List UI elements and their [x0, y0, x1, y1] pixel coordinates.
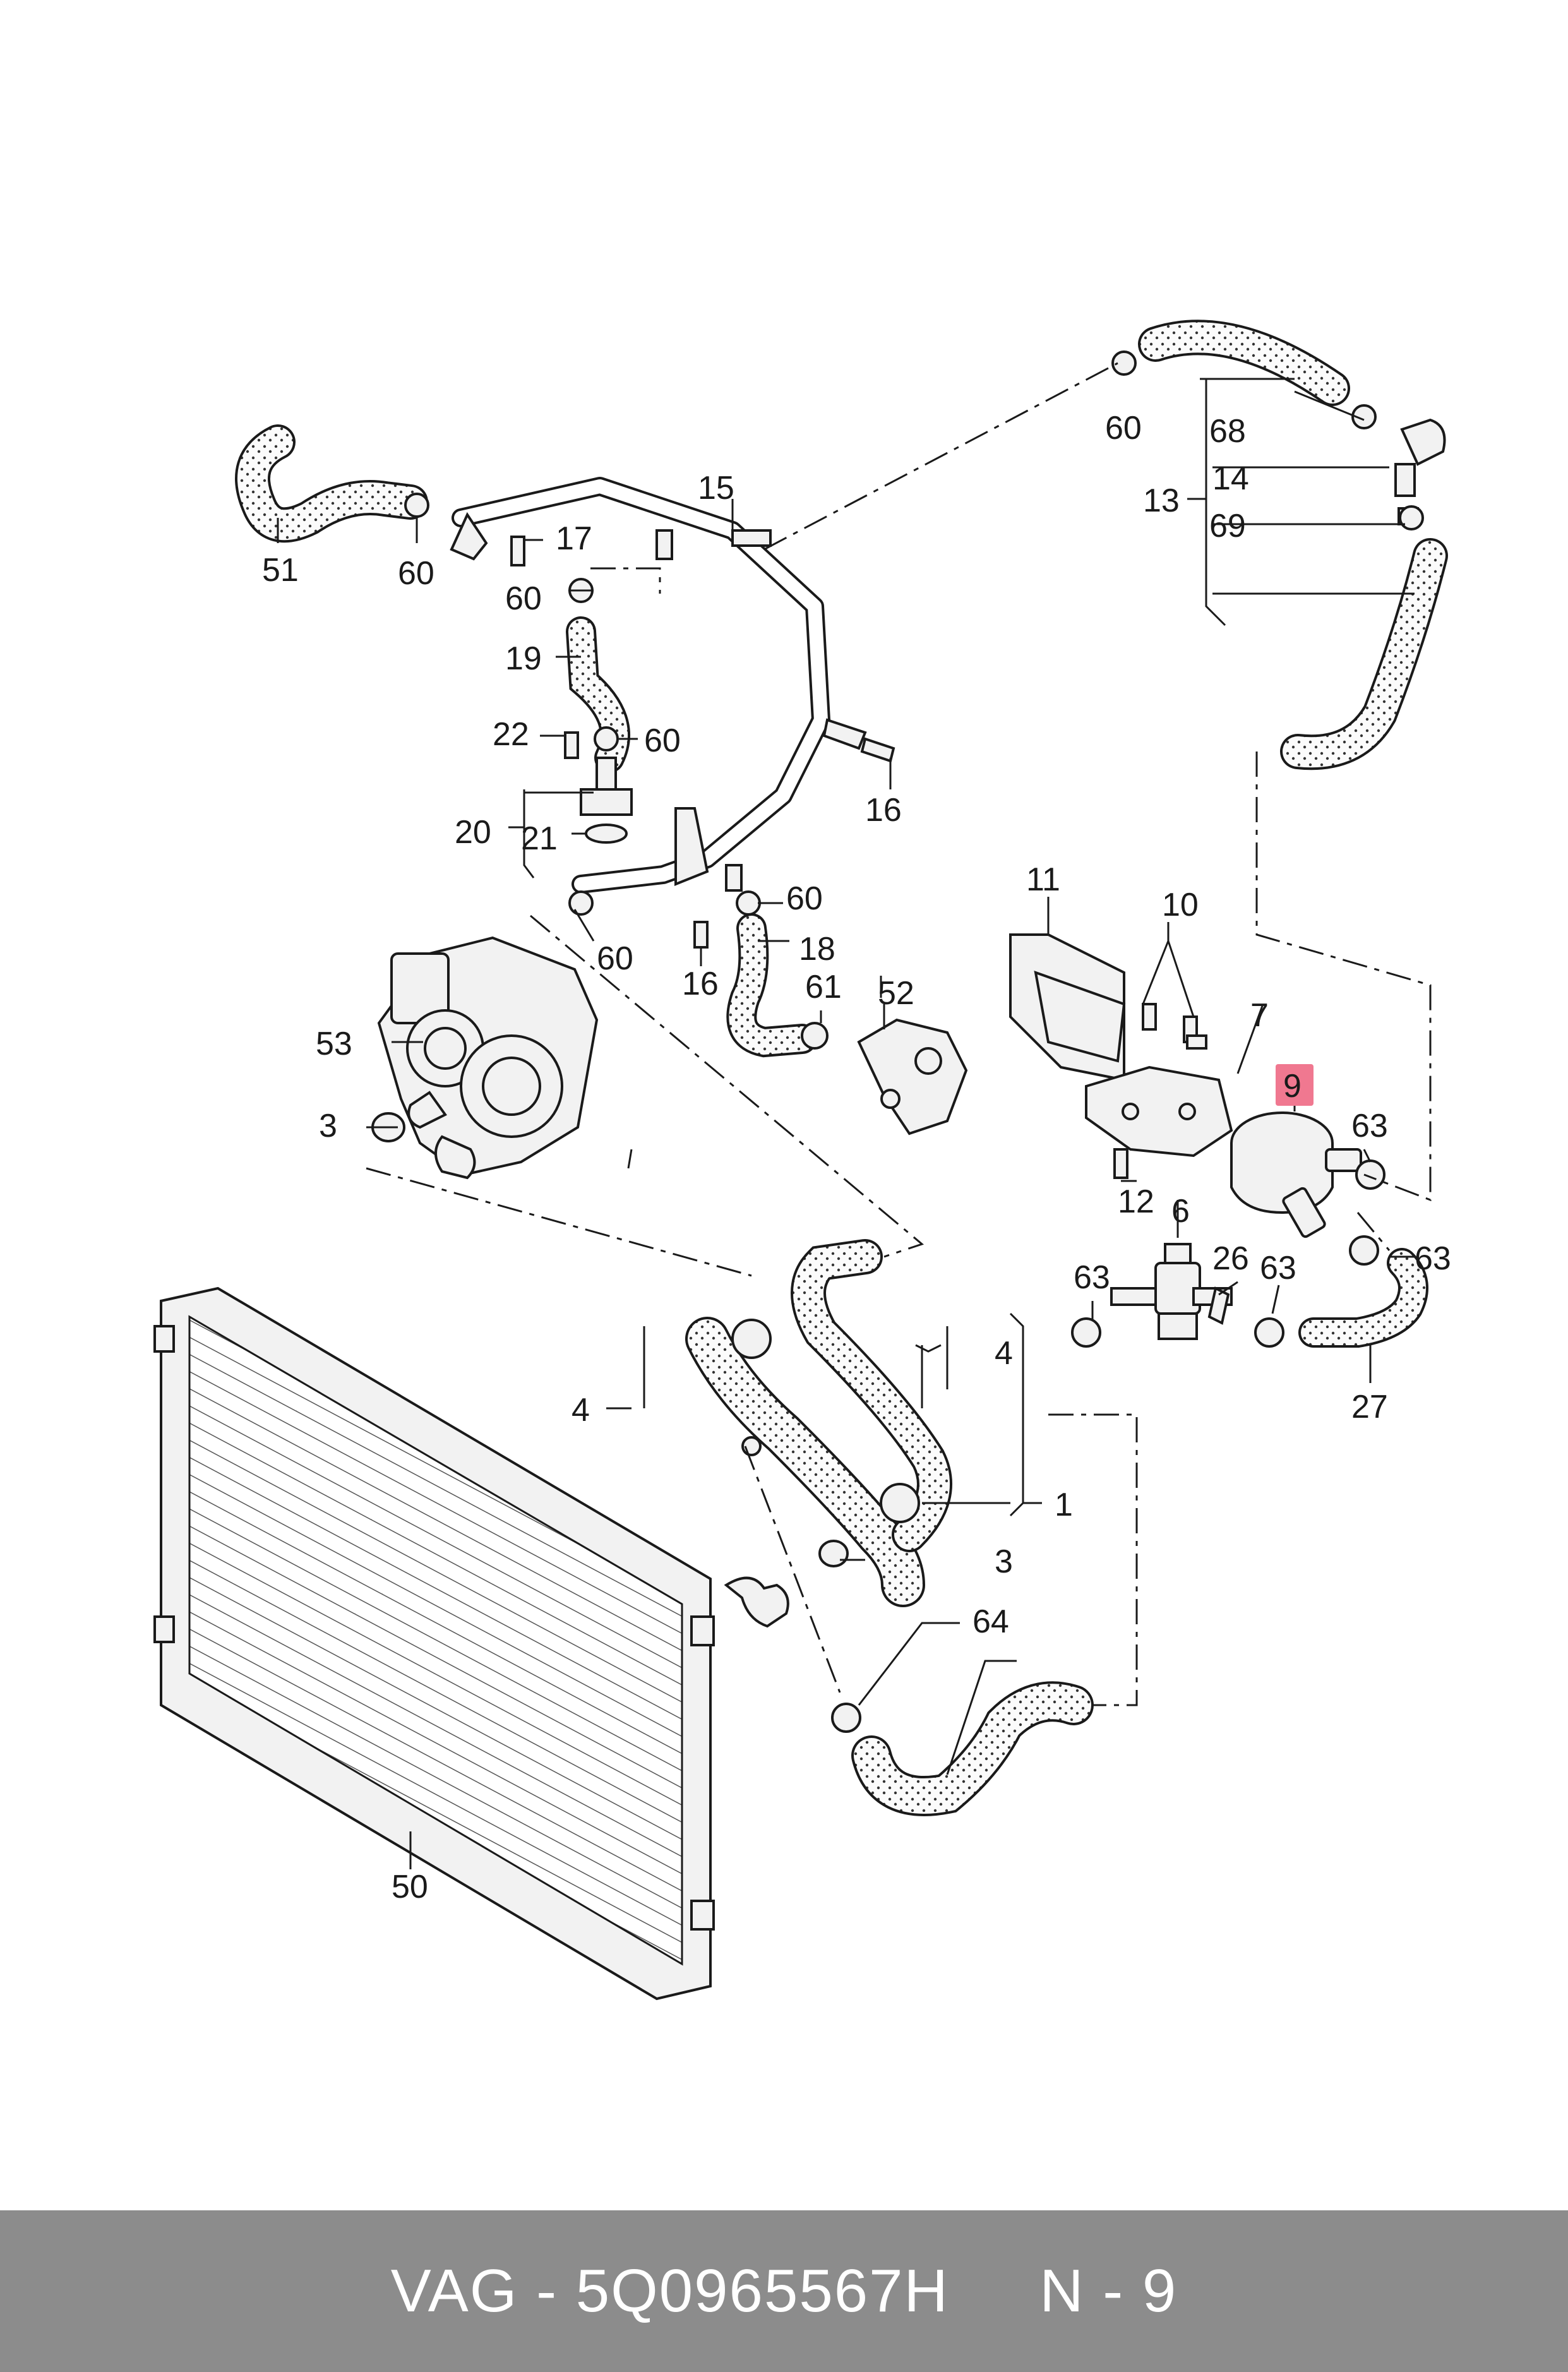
callout-19: 19 [505, 640, 542, 677]
callout-14: 14 [1212, 460, 1249, 497]
callout-16: 16 [865, 792, 902, 829]
callout-12: 12 [1118, 1183, 1154, 1220]
callout-63: 63 [1415, 1240, 1451, 1277]
callout-4: 4 [572, 1392, 590, 1429]
callout-51: 51 [262, 552, 299, 589]
callout-3: 3 [319, 1108, 337, 1144]
parts-diagram: 1 3 3 4 4 6 7 9 10 11 12 13 14 15 16 16 … [153, 320, 1451, 2001]
part-number-caption: VAG - 5Q0965567H N - 9 [390, 2257, 1178, 2325]
callout-18: 18 [799, 931, 835, 967]
valve-6 [1110, 1243, 1233, 1340]
callout-60: 60 [398, 555, 434, 592]
callout-68: 68 [1209, 413, 1246, 450]
callout-7: 7 [1250, 997, 1269, 1034]
callout-22: 22 [493, 716, 529, 753]
callout-11: 11 [1026, 861, 1060, 898]
callout-60: 60 [786, 880, 823, 917]
callout-21: 21 [521, 820, 558, 857]
callout-27: 27 [1351, 1389, 1388, 1425]
callout-9-highlighted: 9 [1283, 1068, 1302, 1105]
callout-63: 63 [1260, 1250, 1296, 1286]
bracket-7 [1085, 1065, 1233, 1158]
highlight-9 [1276, 1064, 1314, 1106]
callout-60: 60 [1105, 410, 1142, 446]
connection-lines [366, 362, 1432, 1706]
clamps [404, 350, 1424, 1733]
flange-20 [580, 757, 633, 844]
pump-housing-53 [377, 936, 599, 1180]
callout-63: 63 [1074, 1259, 1110, 1296]
callout-16: 16 [682, 966, 719, 1002]
callout-60: 60 [505, 580, 542, 617]
callout-52: 52 [878, 975, 914, 1012]
callout-6: 6 [1171, 1193, 1190, 1230]
callout-17: 17 [556, 520, 592, 557]
callout-13: 13 [1143, 482, 1180, 519]
bracket-11 [1009, 933, 1126, 1082]
callout-69: 69 [1209, 508, 1246, 544]
bolts-10 [1142, 1003, 1207, 1050]
callout-63: 63 [1351, 1108, 1388, 1144]
callout-53: 53 [316, 1026, 352, 1062]
callout-1: 1 [1055, 1487, 1073, 1523]
callout-50: 50 [392, 1869, 428, 1905]
coolant-pipe-15 [450, 477, 867, 894]
callout-26: 26 [1212, 1240, 1249, 1277]
sensor-52 [857, 1018, 968, 1135]
o-ring-3-lower [818, 1540, 849, 1567]
callout-3: 3 [995, 1543, 1013, 1580]
callout-61: 61 [805, 969, 842, 1005]
callout-10: 10 [1162, 887, 1199, 923]
callout-4: 4 [995, 1335, 1013, 1372]
callout-60: 60 [597, 940, 633, 977]
callout-64: 64 [973, 1603, 1009, 1640]
coolant-pump-9 [1230, 1111, 1362, 1238]
footer-bar: VAG - 5Q0965567H N - 9 [0, 2210, 1568, 2372]
callout-15: 15 [698, 470, 734, 506]
callout-labels: 1 3 3 4 4 6 7 9 10 11 12 13 14 15 16 16 … [262, 410, 1451, 1905]
callout-60: 60 [644, 722, 681, 759]
leader-lines [277, 378, 1415, 1869]
radiator [153, 1286, 789, 2001]
callout-20: 20 [455, 814, 491, 851]
